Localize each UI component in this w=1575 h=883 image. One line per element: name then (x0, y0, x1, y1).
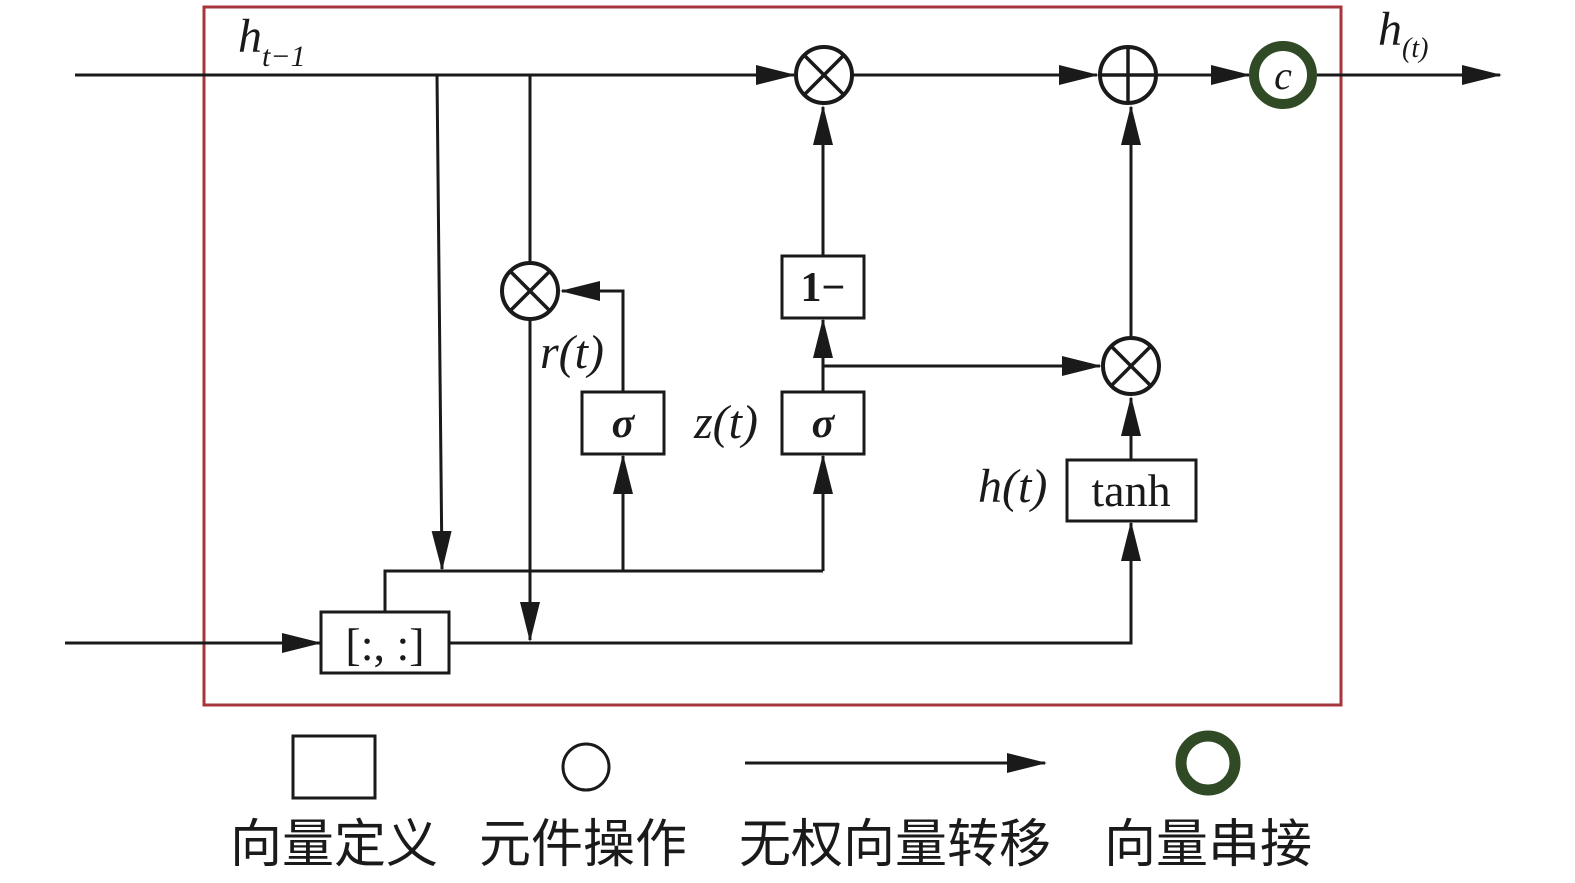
update-sigma-label: σ (812, 401, 836, 447)
z-t-label: z(t) (693, 396, 758, 449)
wire-rt-to-reset-mult (560, 281, 625, 392)
legend: 向量定义 元件操作 无权向量转移 向量串接 (230, 730, 1312, 875)
tanh-box (1065, 458, 1198, 523)
reset-gate-box (580, 390, 666, 456)
circle-times-icon (794, 45, 854, 105)
concat-ring-icon: c (1249, 41, 1317, 109)
one-minus-box (780, 254, 866, 320)
wire-concat-bus (383, 569, 823, 611)
cell-frame (202, 5, 1343, 707)
wire-hprev-drop-left (431, 74, 452, 571)
update-gate-box (780, 390, 866, 456)
circle-times-icon (1101, 336, 1161, 396)
circle-times-icon (500, 261, 560, 321)
legend-green-circle-icon (1175, 730, 1241, 796)
circle-plus-icon (1098, 45, 1158, 105)
concat-op-label: [:, :] (345, 619, 424, 670)
concat-symbol: c (1274, 53, 1292, 98)
one-minus-label: 1− (801, 265, 846, 311)
reset-sigma-label: σ (612, 401, 636, 447)
h-t-label: h(t) (978, 460, 1047, 513)
legend-circle-icon (561, 742, 611, 792)
legend-text-vector-def: 向量定义 (230, 815, 438, 875)
legend-rectangle-icon (291, 734, 377, 800)
h-prev-label: ht−1 (238, 10, 306, 73)
legend-text-element-op: 元件操作 (479, 815, 687, 875)
legend-text-vector-concat: 向量串接 (1104, 815, 1312, 875)
tanh-label: tanh (1091, 465, 1170, 516)
h-out-label: h(t) (1378, 3, 1428, 64)
r-t-label: r(t) (540, 326, 604, 379)
legend-text-unweighted-transfer: 无权向量转移 (739, 815, 1051, 875)
wire-concat-to-tanh (449, 521, 1141, 645)
concat-box (319, 610, 451, 675)
